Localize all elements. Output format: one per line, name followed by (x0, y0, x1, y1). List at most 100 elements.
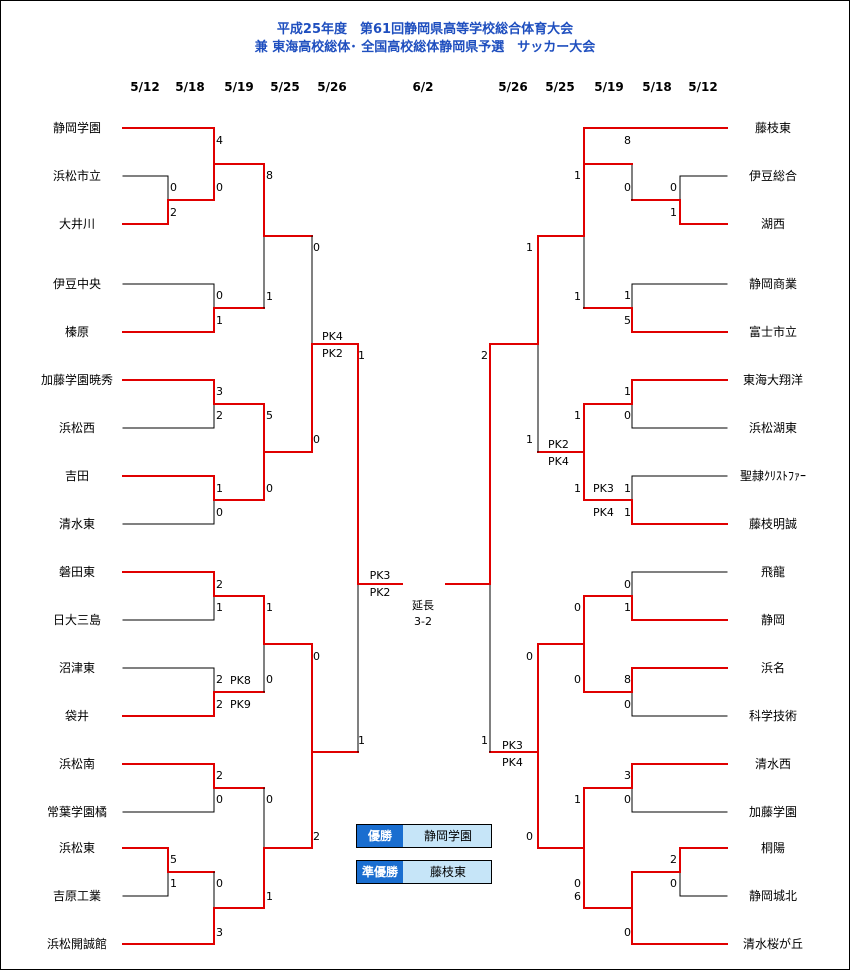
score: 1 (574, 290, 581, 303)
score: 0 (216, 506, 223, 519)
team-name-left: 袋井 (64, 709, 89, 723)
team-name-right: 科学技術 (748, 709, 797, 723)
score: 0 (574, 601, 581, 614)
score: 8 (624, 134, 631, 147)
runnerup-label: 準優勝 (357, 861, 403, 883)
score: 0 (313, 433, 320, 446)
score: 0 (624, 793, 631, 806)
score: 1 (526, 433, 533, 446)
score: 0 (624, 181, 631, 194)
score: 1 (266, 290, 273, 303)
team-name-right: 浜名 (760, 661, 785, 675)
pk-label: PK8 (230, 674, 251, 687)
team-name-left: 浜松西 (58, 421, 95, 435)
final-pk-top: PK3 (369, 569, 391, 582)
score: 0 (216, 181, 223, 194)
score: 2 (313, 830, 320, 843)
date-label: 5/18 (642, 80, 672, 94)
score: 1 (266, 890, 273, 903)
score: 1 (216, 482, 223, 495)
score: 1 (358, 734, 365, 747)
score: 1 (624, 482, 631, 495)
score: 0 (670, 181, 677, 194)
score: 0 (216, 877, 223, 890)
pk-label: PK3 (593, 482, 614, 495)
final-score: 3-2 (414, 615, 432, 628)
score: 0 (266, 482, 273, 495)
score: 1 (574, 482, 581, 495)
score: 1 (574, 169, 581, 182)
team-name-left: 加藤学園暁秀 (40, 373, 113, 387)
team-name-right: 藤枝東 (754, 121, 791, 135)
score: 0 (313, 241, 320, 254)
tournament-subtitle: 兼 東海高校総体･ 全国高校総体静岡県予選 サッカー大会 (254, 40, 596, 55)
score: 1 (526, 241, 533, 254)
score: 0 (266, 673, 273, 686)
date-label: 5/19 (594, 80, 624, 94)
team-name-right: 静岡 (760, 613, 785, 627)
score: 0 (526, 830, 533, 843)
pk-label: PK2 (322, 347, 343, 360)
team-name-right: 聖隷ｸﾘｽﾄﾌｧｰ (739, 469, 806, 483)
score: 2 (216, 409, 223, 422)
pk-label: PK9 (230, 698, 251, 711)
score: 1 (216, 314, 223, 327)
score: 0 (216, 289, 223, 302)
score: 3 (624, 769, 631, 782)
score: 0 (624, 926, 631, 939)
score: 1 (481, 734, 488, 747)
team-name-right: 清水西 (754, 757, 791, 771)
score: 0 (266, 793, 273, 806)
score: 5 (170, 853, 177, 866)
score: 1 (624, 385, 631, 398)
score: 2 (170, 206, 177, 219)
team-name-right: 東海大翔洋 (742, 373, 803, 387)
pk-label: PK3 (502, 739, 523, 752)
date-label: 5/25 (545, 80, 575, 94)
date-label: 5/26 (317, 80, 347, 94)
team-name-left: 吉原工業 (52, 889, 101, 903)
team-name-right: 浜松湖東 (748, 421, 797, 435)
team-name-left: 伊豆中央 (52, 277, 101, 291)
team-name-left: 浜松南 (58, 757, 95, 771)
pk-label: PK4 (593, 506, 614, 519)
runnerup-box: 準優勝 藤枝東 (356, 860, 492, 884)
pk-label: PK4 (322, 330, 343, 343)
team-name-left: 清水東 (58, 517, 95, 531)
final-pk-bottom: PK2 (369, 586, 391, 599)
score: 2 (216, 698, 223, 711)
score: 0 (574, 877, 581, 890)
score: 2 (670, 853, 677, 866)
team-name-left: 磐田東 (58, 565, 95, 579)
team-name-right: 湖西 (760, 217, 785, 231)
score: 1 (574, 793, 581, 806)
score: 8 (266, 169, 273, 182)
score: 2 (216, 673, 223, 686)
score: 1 (574, 409, 581, 422)
score: 6 (574, 890, 581, 903)
team-name-right: 桐陽 (760, 841, 785, 855)
team-name-right: 加藤学園 (748, 805, 797, 819)
team-name-right: 伊豆総合 (748, 169, 797, 183)
team-name-right: 飛龍 (760, 565, 785, 579)
champion-label: 優勝 (357, 825, 403, 847)
score: 0 (526, 650, 533, 663)
date-label: 5/12 (130, 80, 160, 94)
champion-team: 静岡学園 (423, 829, 472, 843)
score: 1 (624, 289, 631, 302)
score: 1 (216, 601, 223, 614)
score: 2 (216, 578, 223, 591)
date-label: 5/19 (224, 80, 254, 94)
score: 0 (624, 698, 631, 711)
score: 0 (170, 181, 177, 194)
team-name-right: 藤枝明誠 (748, 517, 797, 531)
score: 1 (670, 206, 677, 219)
team-name-right: 静岡商業 (748, 277, 797, 291)
score: 2 (481, 349, 488, 362)
team-name-left: 榛原 (64, 325, 89, 339)
score: 0 (670, 877, 677, 890)
team-name-left: 浜松市立 (52, 169, 101, 183)
team-name-right: 清水桜が丘 (742, 937, 803, 951)
score: 0 (313, 650, 320, 663)
